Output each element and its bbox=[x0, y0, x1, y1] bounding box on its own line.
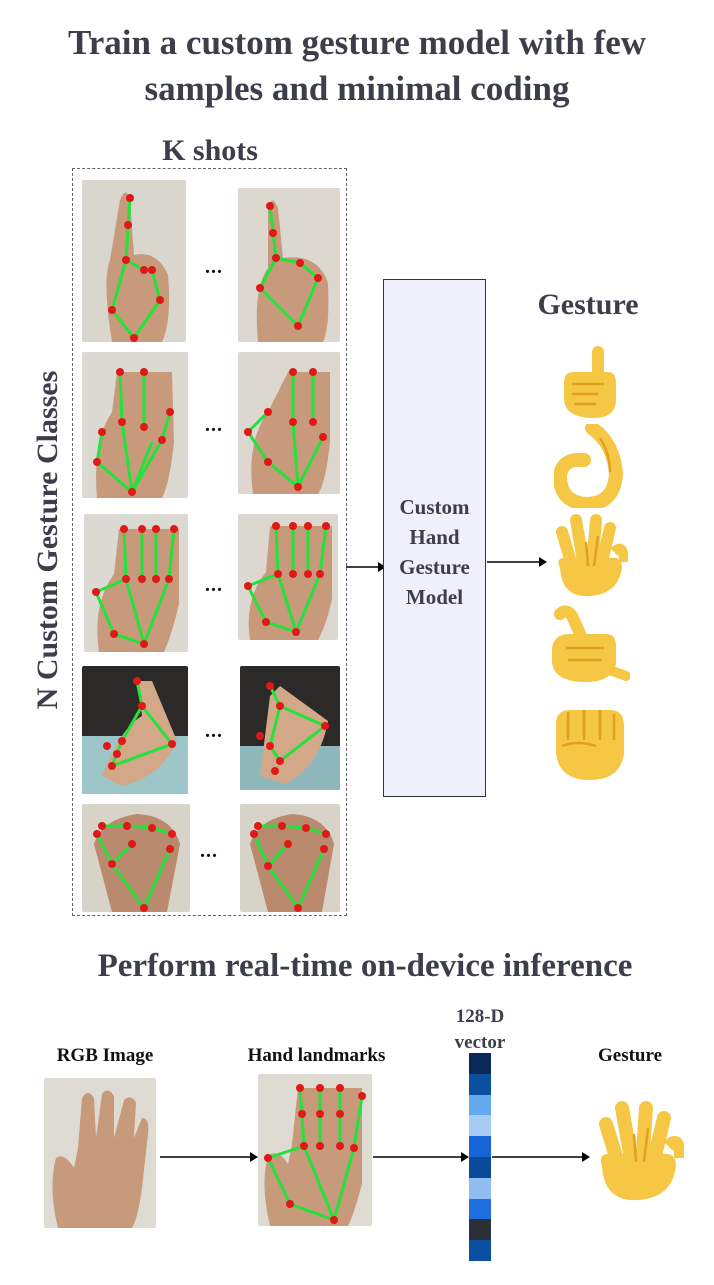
vector-cell bbox=[469, 1115, 491, 1137]
pointing-up-icon bbox=[564, 346, 616, 418]
inference-title: Perform real-time on-device inference bbox=[97, 948, 633, 984]
vector-cell bbox=[469, 1136, 491, 1157]
sample-image bbox=[238, 188, 340, 342]
main-title-line2: samples and minimal coding bbox=[144, 69, 570, 108]
vector-cell bbox=[469, 1073, 491, 1095]
call-me-hand-icon bbox=[552, 605, 630, 682]
ellipsis: ... bbox=[205, 574, 223, 596]
k-shots-frame bbox=[72, 168, 347, 916]
sample-image bbox=[238, 514, 338, 640]
model-line: Model bbox=[405, 585, 464, 609]
rgb-image bbox=[44, 1078, 156, 1228]
n-classes-label: N Custom Gesture Classes bbox=[31, 370, 64, 710]
hand-landmarks-label: Hand landmarks bbox=[247, 1045, 386, 1066]
vector-cell bbox=[469, 1240, 491, 1261]
model-line: Custom bbox=[399, 495, 470, 519]
ellipsis: ... bbox=[205, 414, 223, 436]
vector-cell bbox=[469, 1053, 491, 1074]
sample-image bbox=[82, 180, 186, 342]
ellipsis: ... bbox=[200, 840, 218, 862]
sample-image bbox=[240, 666, 340, 790]
vector-cell bbox=[469, 1094, 491, 1116]
gesture-result-label: Gesture bbox=[597, 1045, 663, 1066]
hand-landmarks-image bbox=[258, 1074, 372, 1226]
vector-cell bbox=[469, 1156, 491, 1178]
custom-model-label: Custom Hand Gesture Model bbox=[383, 492, 486, 612]
model-line: Gesture bbox=[399, 555, 470, 579]
model-line: Hand bbox=[409, 525, 460, 549]
arrow-vector-to-gesture bbox=[492, 1152, 590, 1162]
vector-label: 128-D vector bbox=[430, 1004, 530, 1056]
main-title: Train a custom gesture model with few sa… bbox=[0, 20, 714, 112]
custom-model-box bbox=[383, 279, 486, 797]
sample-image bbox=[238, 352, 340, 494]
sample-image bbox=[84, 514, 188, 652]
arrow-rgb-to-landmarks bbox=[160, 1152, 258, 1162]
main-title-line1: Train a custom gesture model with few bbox=[67, 23, 647, 62]
ellipsis: ... bbox=[205, 256, 223, 278]
sample-image bbox=[82, 804, 190, 912]
rgb-image-label: RGB Image bbox=[56, 1045, 154, 1066]
vulcan-salute-icon bbox=[556, 514, 628, 597]
embedding-vector bbox=[469, 1053, 491, 1261]
sample-image bbox=[240, 804, 340, 912]
raised-fist-icon bbox=[556, 710, 624, 780]
vector-cell bbox=[469, 1219, 491, 1241]
ok-hand-icon bbox=[554, 424, 624, 508]
vector-label-line1: 128-D bbox=[455, 1006, 505, 1027]
vector-label-line2: vector bbox=[454, 1032, 506, 1053]
vector-cell bbox=[469, 1198, 491, 1220]
arrow-landmarks-to-vector bbox=[373, 1152, 469, 1162]
vulcan-salute-result-icon bbox=[599, 1101, 684, 1201]
vector-cell bbox=[469, 1177, 491, 1199]
arrow-to-gestures bbox=[487, 557, 547, 567]
arrow-to-model bbox=[346, 562, 386, 572]
ellipsis: ... bbox=[205, 720, 223, 742]
sample-image bbox=[82, 666, 188, 794]
k-shots-label: K shots bbox=[162, 134, 258, 167]
sample-image bbox=[82, 352, 188, 498]
gesture-output-label: Gesture bbox=[537, 288, 639, 321]
